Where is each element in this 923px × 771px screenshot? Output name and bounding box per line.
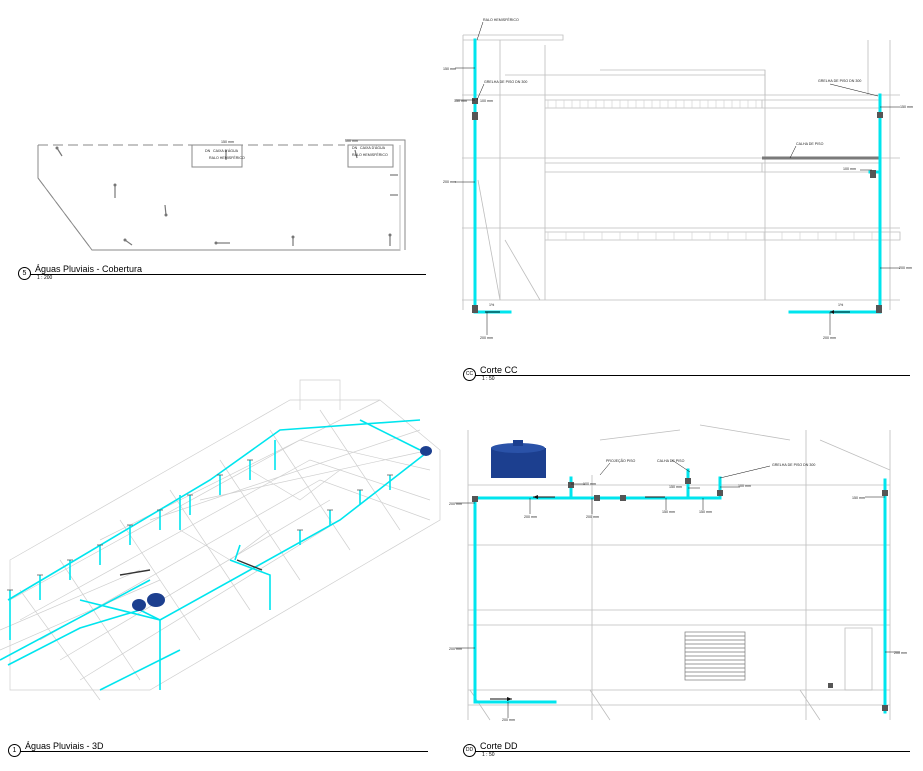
dd-dim-200-bottom: 200 mm: [502, 718, 515, 722]
section-cc-labels: RALO HEMISFÉRICO GRELHA DE PISO DN 300 G…: [443, 17, 913, 340]
roof-drains: [56, 147, 398, 246]
roof-dim-100: 100 mm: [345, 139, 358, 143]
view-title-cc: CC Corte CC 1 : 50: [463, 365, 910, 383]
roof-tank-b: CAIXA D'ÁGUA: [360, 146, 386, 150]
roof-dn-b: DN: [352, 146, 358, 150]
dd-dim-100-a: 100 mm: [583, 482, 596, 486]
view-number-iso: 1: [8, 744, 21, 757]
view-title-iso: 1 Águas Pluviais - 3D: [8, 741, 428, 759]
view-name-cc: Corte CC: [480, 365, 518, 375]
cc-slope-right: 1%: [838, 303, 844, 307]
view-scale-dd: 1 : 50: [482, 752, 495, 758]
cc-dim-200-bottom-left: 200 mm: [480, 336, 493, 340]
roof-labels: 150 mm 100 mm DN CAIXA D'ÁGUA RALO HEMIS…: [205, 139, 388, 160]
view-rule-iso: [20, 751, 428, 752]
iso-structure: [0, 379, 441, 701]
cc-dim-200-left: 200 mm: [443, 180, 456, 184]
dd-calha-label: CALHA DE PISO: [657, 459, 685, 463]
view-scale-cc: 1 : 50: [482, 376, 495, 382]
view-name-dd: Corte DD: [480, 741, 518, 751]
roof-dim-150: 150 mm: [221, 140, 234, 144]
cc-dim-150-top: 150 mm: [443, 67, 456, 71]
roof-tank-a: CAIXA D'ÁGUA: [213, 149, 239, 153]
iso-tanks: [132, 446, 432, 611]
roof-room-left: [191, 144, 243, 168]
cc-dim-200-bottom-right: 200 mm: [823, 336, 836, 340]
dd-dim-200-vert-left: 200 mm: [449, 647, 462, 651]
dd-pipes: [473, 468, 887, 714]
dd-dim-150-right: 150 mm: [852, 496, 865, 500]
roof-dn-a: DN: [205, 149, 211, 153]
cc-dim-100-left: 100 mm: [480, 99, 493, 103]
view-rule-dd: [475, 751, 910, 752]
cc-dim-150-right: 150 mm: [900, 105, 913, 109]
iso-drain-caps: [7, 459, 393, 591]
cc-grelha-right: GRELHA DE PISO DN 300: [818, 79, 861, 83]
view-rule-cc: [475, 375, 910, 376]
view-number-roof: 5: [18, 267, 31, 280]
view-name-iso: Águas Pluviais - 3D: [25, 741, 104, 751]
view-scale-roof: 1 : 200: [37, 275, 53, 281]
roof-ralo-b: RALO HEMISFÉRICO: [352, 152, 388, 157]
roof-plan: [37, 139, 406, 251]
iso-tank-1: [132, 599, 146, 611]
cc-dim-200-right: 200 mm: [899, 266, 912, 270]
dd-dim-200-mid-a: 200 mm: [524, 515, 537, 519]
cc-calha-label: CALHA DE PISO: [796, 142, 824, 146]
dd-tank: [491, 440, 546, 478]
iso-view: [0, 379, 441, 701]
dd-dim-150: 150 mm: [669, 485, 682, 489]
dd-dim-200-vert-right: 200 mm: [894, 651, 907, 655]
dd-projecao-label: PROJEÇÃO PISO: [606, 458, 636, 463]
dd-dim-200-mid-b: 200 mm: [586, 515, 599, 519]
cc-dim-150-left: 150 mm: [454, 99, 467, 103]
iso-tank-2: [147, 593, 165, 607]
view-rule-roof: [30, 274, 426, 275]
section-dd-labels: PROJEÇÃO PISO CALHA DE PISO GRELHA DE PI…: [449, 458, 907, 722]
view-name-roof: Águas Pluviais - Cobertura: [35, 264, 143, 274]
roof-diagonal-dashed: [37, 177, 93, 251]
cc-slope-left: 1%: [489, 303, 495, 307]
section-cc: [455, 21, 901, 335]
section-dd: [455, 424, 900, 721]
iso-pipes: [0, 419, 431, 691]
dd-dim-150-pipe-a: 150 mm: [662, 510, 675, 514]
view-number-cc: CC: [463, 368, 476, 381]
roof-room-right: [347, 144, 394, 168]
dd-dim-100-b: 100 mm: [738, 484, 751, 488]
cc-grelha-left: GRELHA DE PISO DN 300: [484, 80, 527, 84]
dd-grelha-label: GRELHA DE PISO DN 300: [772, 463, 815, 467]
dd-dim-150-pipe-b: 150 mm: [699, 510, 712, 514]
cc-dim-100-right: 100 mm: [843, 167, 856, 171]
view-title-roof: 5 Águas Pluviais - Cobertura 1 : 200: [18, 264, 426, 282]
roof-ralo-a: RALO HEMISFÉRICO: [209, 155, 245, 160]
cc-ralo-label: RALO HEMISFÉRICO: [483, 17, 519, 22]
view-title-dd: DD Corte DD 1 : 50: [463, 741, 910, 759]
roof-outline: [37, 145, 401, 251]
view-number-dd: DD: [463, 744, 476, 757]
dd-dim-200-left: 200 mm: [449, 502, 462, 506]
dd-louver: [684, 631, 746, 681]
iso-tank-3: [420, 446, 432, 456]
